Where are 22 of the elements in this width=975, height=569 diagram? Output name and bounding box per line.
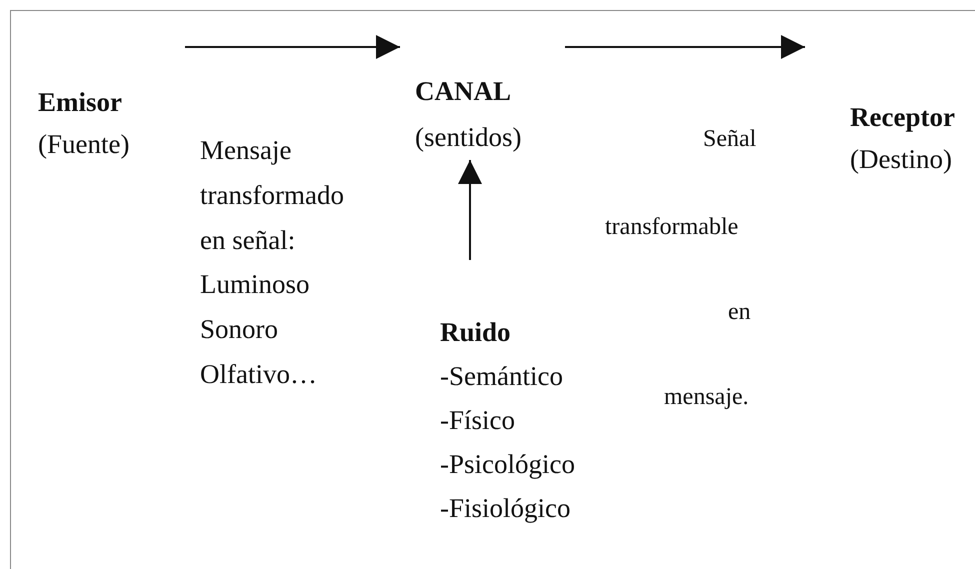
node-text: -Semántico [440, 360, 563, 393]
label-text: en [728, 298, 751, 327]
arrow [565, 35, 805, 59]
label-text: Sonoro [200, 313, 278, 346]
label-text: Luminoso [200, 268, 310, 300]
label-text: mensaje. [664, 383, 749, 412]
node-heading: CANAL [415, 75, 512, 108]
node-heading: Emisor [38, 86, 122, 119]
arrow [458, 160, 482, 260]
node-heading: Receptor [850, 101, 955, 134]
label-text: Mensaje transformado en señal: [200, 134, 345, 257]
label-text: transformable [605, 213, 738, 242]
node-text: -Psicológico [440, 448, 575, 481]
label-text: Olfativo… [200, 358, 317, 390]
node-text: (Destino) [850, 143, 952, 176]
node-heading: Ruido [440, 316, 511, 349]
node-text: -Fisiológico [440, 492, 571, 525]
arrow [185, 35, 400, 59]
node-text: (Fuente) [38, 128, 130, 161]
label-text: Señal [703, 125, 756, 154]
node-text: -Físico [440, 404, 516, 437]
node-text: (sentidos) [415, 121, 522, 154]
